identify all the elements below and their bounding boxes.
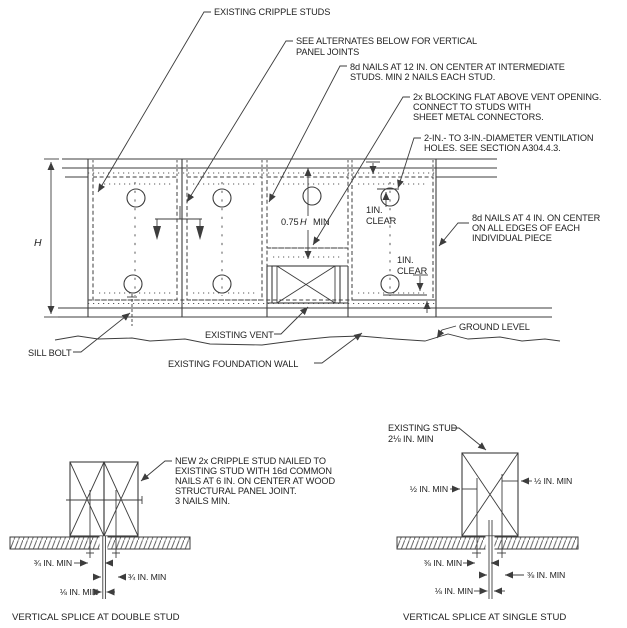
ventilation-holes bbox=[123, 186, 400, 294]
double-stud-caption: VERTICAL SPLICE AT DOUBLE STUD bbox=[12, 612, 180, 623]
single-stud-detail: EXISTING STUD 2⅛ IN. MIN ½ IN. MIN ½ IN.… bbox=[388, 423, 579, 623]
single-stud-label-1: EXISTING STUD bbox=[388, 423, 458, 433]
panel-height-min-prefix: 0.75 bbox=[281, 217, 298, 227]
label-existing-foundation-wall: EXISTING FOUNDATION WALL bbox=[168, 359, 298, 369]
label-blocking-1: 2x BLOCKING FLAT ABOVE VENT OPENING. bbox=[413, 92, 601, 102]
double-note-3: NAILS AT 6 IN. ON CENTER AT WOOD bbox=[175, 476, 335, 486]
label-nails-4-1: 8d NAILS AT 4 IN. ON CENTER bbox=[472, 213, 601, 223]
single-stud-label-2: 2⅛ IN. MIN bbox=[388, 434, 433, 444]
double-dim-right: ¾ IN. MIN bbox=[128, 572, 166, 582]
panel-height-dimension: 0.75 H MIN bbox=[281, 168, 330, 259]
clear-bottom-line1: 1IN. bbox=[397, 255, 413, 265]
single-stud-caption: VERTICAL SPLICE AT SINGLE STUD bbox=[403, 612, 566, 623]
panel-joint-symbol bbox=[153, 206, 204, 240]
label-nails-12-1: 8d NAILS AT 12 IN. ON CENTER AT INTERMED… bbox=[350, 62, 565, 72]
label-blocking-2: CONNECT TO STUDS WITH bbox=[413, 102, 531, 112]
double-note-1: NEW 2x CRIPPLE STUD NAILED TO bbox=[175, 456, 326, 466]
single-dim-gap: ⅛ IN. MIN bbox=[435, 586, 473, 596]
label-vent-holes-2: HOLES. SEE SECTION A304.4.3. bbox=[424, 143, 561, 153]
single-dim-right-edge: ⅜ IN. MIN bbox=[527, 570, 565, 580]
clear-top-line2: CLEAR bbox=[366, 216, 397, 226]
label-nails-12-2: STUDS. MIN 2 NAILS EACH STUD. bbox=[350, 72, 495, 82]
ground-line bbox=[54, 333, 561, 346]
label-ground-level: GROUND LEVEL bbox=[459, 322, 530, 332]
single-dim-right-clear: ½ IN. MIN bbox=[534, 476, 572, 486]
height-dimension: H bbox=[34, 158, 59, 318]
single-dim-left-edge: ⅜ IN. MIN bbox=[424, 558, 462, 568]
clear-top-line1: 1IN. bbox=[366, 205, 382, 215]
callouts: EXISTING CRIPPLE STUDS SEE ALTERNATES BE… bbox=[28, 7, 601, 369]
label-existing-vent: EXISTING VENT bbox=[205, 330, 274, 340]
clear-bottom-dimension: 1IN. CLEAR bbox=[383, 255, 431, 313]
label-blocking-3: SHEET METAL CONNECTORS. bbox=[413, 112, 544, 122]
existing-vent-box bbox=[267, 265, 348, 304]
label-nails-4-2: ON ALL EDGES OF EACH bbox=[472, 223, 580, 233]
wall-height-label: H bbox=[34, 237, 42, 249]
clear-top-dimension: 1IN. CLEAR bbox=[366, 161, 399, 226]
panel-height-min-var: H bbox=[300, 217, 307, 227]
double-stud-detail: ¾ IN. MIN ¾ IN. MIN ⅛ IN. MIN NEW 2x CRI… bbox=[9, 456, 336, 623]
double-note-5: 3 NAILS MIN. bbox=[175, 496, 230, 506]
panel-height-min-suffix: MIN bbox=[313, 217, 330, 227]
sill-bolt-symbol bbox=[127, 294, 137, 326]
label-see-alternates-1: SEE ALTERNATES BELOW FOR VERTICAL bbox=[296, 36, 477, 46]
double-note-4: STRUCTURAL PANEL JOINT. bbox=[175, 486, 296, 496]
clear-bottom-line2: CLEAR bbox=[397, 266, 428, 276]
label-sill-bolt: SILL BOLT bbox=[28, 348, 72, 358]
double-dim-gap: ⅛ IN. MIN bbox=[60, 587, 98, 597]
label-nails-4-3: INDIVIDUAL PIECE bbox=[472, 233, 552, 243]
label-vent-holes-1: 2-IN.- TO 3-IN.-DIAMETER VENTILATION bbox=[424, 133, 593, 143]
single-dim-left-clear: ½ IN. MIN bbox=[410, 484, 448, 494]
double-note-2: EXISTING STUD WITH 16d COMMON bbox=[175, 466, 332, 476]
label-see-alternates-2: PANEL JOINTS bbox=[296, 47, 359, 57]
label-existing-cripple-studs: EXISTING CRIPPLE STUDS bbox=[214, 7, 330, 17]
double-dim-left: ¾ IN. MIN bbox=[34, 558, 72, 568]
wall-studs bbox=[87, 159, 437, 317]
